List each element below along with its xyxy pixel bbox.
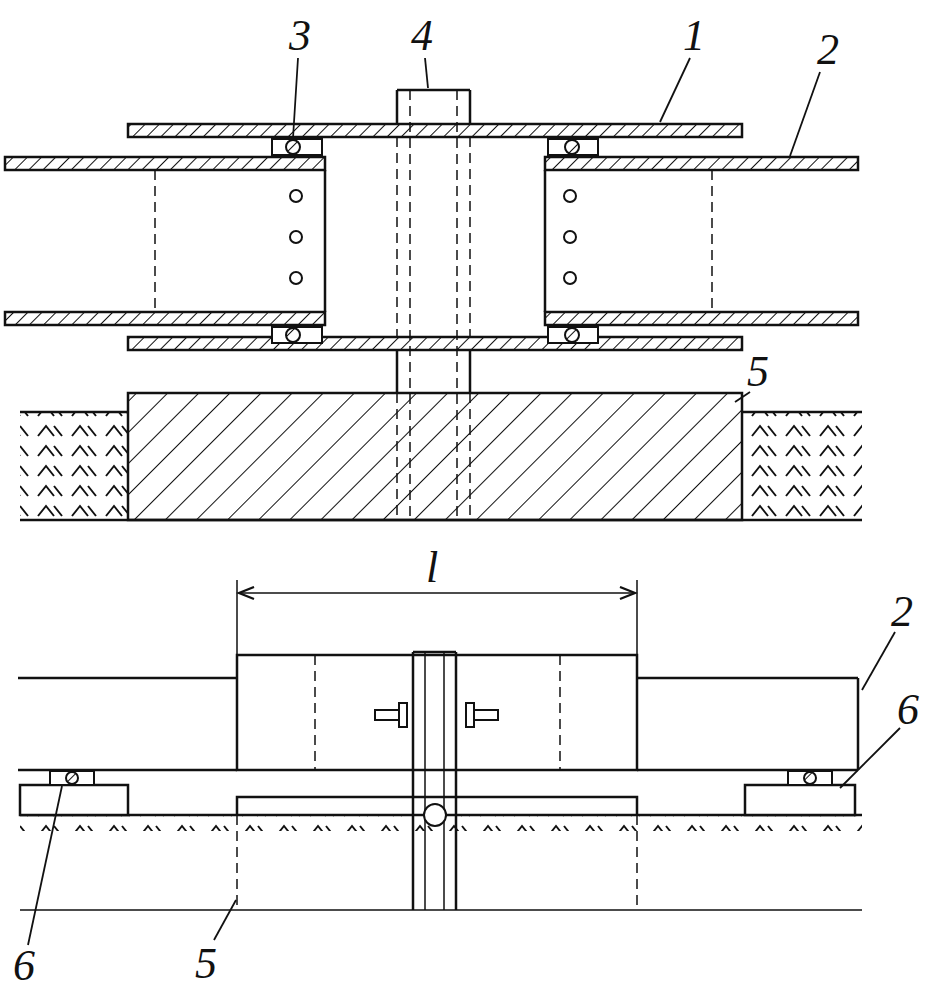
side-view [18,580,862,910]
dimension-label: l [426,546,438,590]
section-view [5,90,862,520]
callout-number: 2 [891,590,913,634]
leader-lines [28,58,900,945]
callout-number: 5 [747,350,769,394]
callout-number: 6 [897,688,919,732]
callout-number: 5 [195,942,217,986]
callout-number: 3 [289,14,311,58]
callout-number: 2 [817,28,839,72]
callout-number: 4 [411,14,433,58]
callout-number: 1 [683,14,705,58]
callout-number: 6 [13,944,35,988]
